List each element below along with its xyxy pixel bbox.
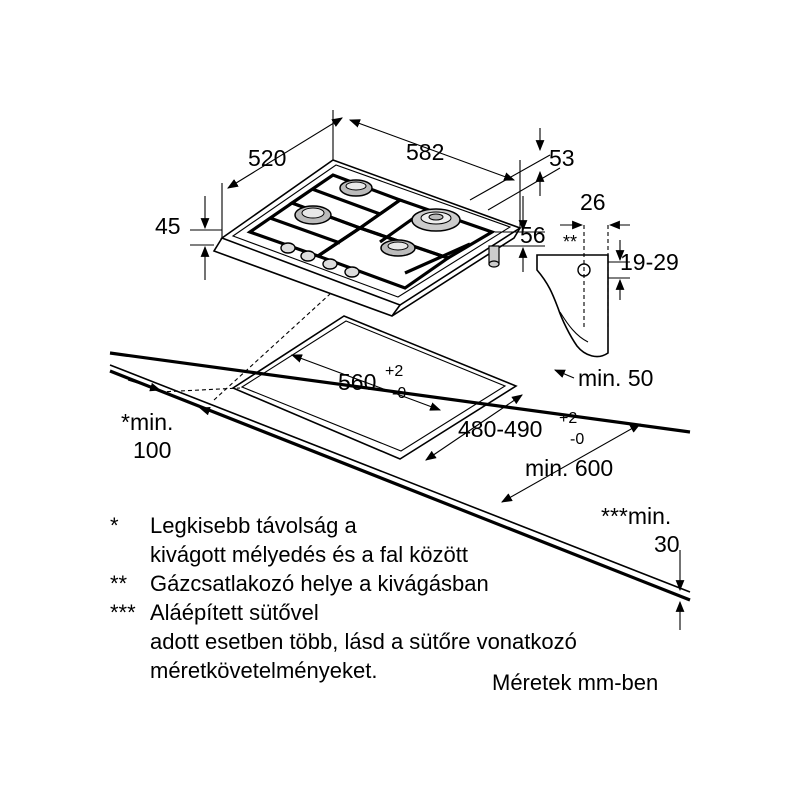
hob-dimension-lines [190, 110, 561, 280]
dim-hob-height: 45 [155, 213, 181, 239]
dim-min-wall-1: *min. [121, 409, 173, 435]
dim-min-wall-2: 100 [133, 437, 171, 463]
svg-text:+2: +2 [385, 363, 403, 380]
gas-connector [488, 245, 500, 268]
footnote-mark: *** [110, 600, 136, 625]
footnote-line: adott esetben több, lásd a sütőre vonatk… [150, 629, 577, 654]
connector-detail [536, 220, 630, 358]
footnote-3: *** Aláépített sütővel adott esetben töb… [110, 598, 710, 685]
dim-cutout-width: 560 +2 -0 [338, 363, 406, 402]
dim-hob-width: 582 [406, 139, 444, 165]
svg-text:480-490: 480-490 [458, 416, 542, 442]
footnote-line: Aláépített sütővel [150, 600, 319, 625]
footnote-line: kivágott mélyedés és a fal között [150, 542, 468, 567]
worktop-dimension-lines [127, 354, 685, 630]
svg-text:560: 560 [338, 369, 376, 395]
dim-back-offset: 53 [549, 145, 575, 171]
footnotes: * Legkisebb távolság a kivágott mélyedés… [110, 511, 710, 685]
dim-cutout-depth: 480-490 +2 -0 [458, 410, 584, 448]
footnote-1: * Legkisebb távolság a kivágott mélyedés… [110, 511, 710, 569]
footnote-line: Gázcsatlakozó helye a kivágásban [150, 571, 489, 596]
dim-connector-height: 19-29 [620, 249, 679, 275]
footnote-mark: * [110, 513, 119, 538]
dim-front-offset: 56 [520, 222, 546, 248]
dim-min-oven-2: 30 [654, 531, 680, 557]
connector-mark: ** [563, 232, 577, 252]
svg-text:-0: -0 [570, 431, 584, 448]
svg-text:-0: -0 [392, 385, 406, 402]
control-knobs [280, 242, 360, 278]
dim-hob-depth: 520 [248, 145, 286, 171]
dim-min-oven-1: ***min. [601, 503, 671, 529]
footnote-line: Legkisebb távolság a [150, 513, 357, 538]
dim-connector-width: 26 [580, 189, 606, 215]
dim-min-front: min. 50 [578, 365, 653, 391]
footnote-line: méretkövetelményeket. [150, 658, 378, 683]
footnote-mark: ** [110, 571, 128, 596]
footnote-2: ** Gázcsatlakozó helye a kivágásban [110, 569, 710, 598]
dim-min-depth: min. 600 [525, 455, 613, 481]
units-note: Méretek mm-ben [492, 670, 659, 695]
svg-text:+2: +2 [559, 410, 577, 427]
hob [212, 159, 522, 317]
